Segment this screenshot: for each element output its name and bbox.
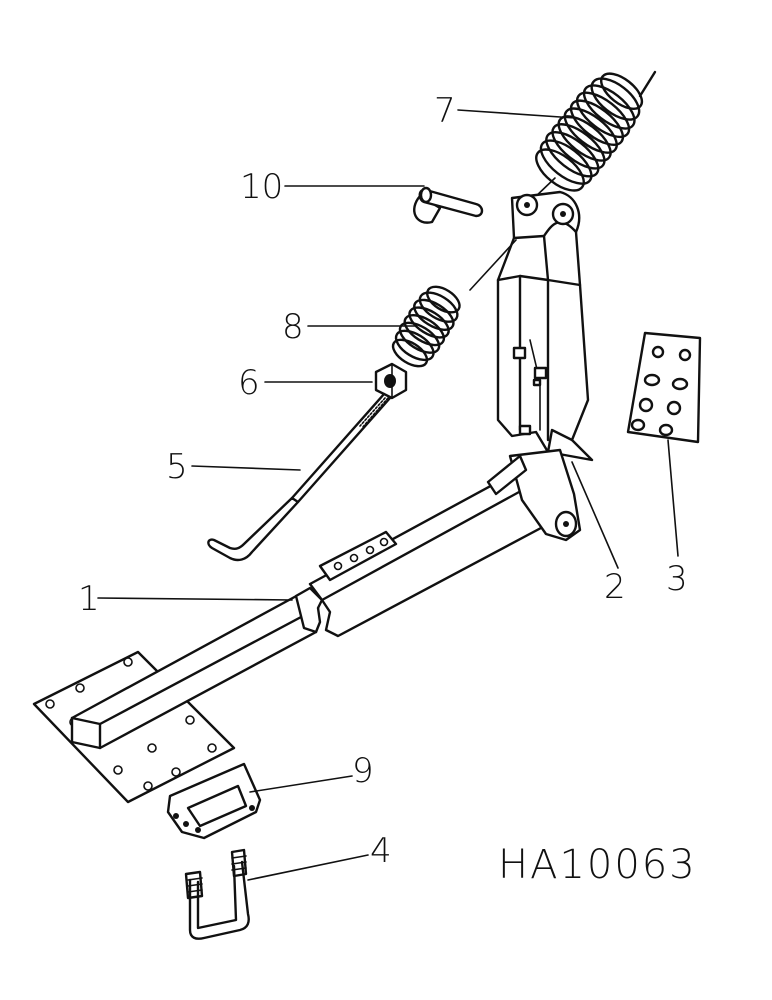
callout-labels: 7 10 8 6 5 1 2 3 9 4 HA10063 bbox=[78, 91, 697, 888]
callout-4: 4 bbox=[370, 831, 392, 871]
callout-7: 7 bbox=[434, 91, 456, 131]
leader-line-1 bbox=[97, 597, 293, 601]
callout-5: 5 bbox=[166, 447, 188, 487]
part-9-clamp-plate bbox=[166, 762, 262, 840]
part-5-spring-rod bbox=[207, 392, 392, 562]
callout-2: 2 bbox=[604, 567, 626, 607]
drawing-reference-code: HA10063 bbox=[498, 842, 697, 888]
leader-line-7 bbox=[457, 109, 576, 119]
leader-line-3 bbox=[667, 439, 679, 557]
part-8-lower-spring bbox=[391, 239, 517, 368]
callout-1: 1 bbox=[78, 579, 100, 619]
part-3-wear-plate bbox=[626, 331, 702, 444]
leader-line-2 bbox=[571, 461, 619, 569]
leader-lines bbox=[97, 109, 679, 881]
callout-3: 3 bbox=[666, 559, 688, 599]
part-2-shank-bracket bbox=[496, 190, 594, 462]
part-1-main-beam bbox=[32, 448, 582, 804]
part-6-adjusting-nut bbox=[374, 362, 408, 400]
callout-6: 6 bbox=[238, 363, 260, 403]
leader-line-5 bbox=[191, 465, 301, 471]
leader-line-9 bbox=[249, 775, 353, 793]
part-10-hitch-pin bbox=[413, 186, 484, 224]
callout-9: 9 bbox=[352, 751, 374, 791]
leader-line-4 bbox=[247, 854, 369, 881]
callout-10: 10 bbox=[240, 167, 283, 207]
part-7-upper-spring bbox=[531, 70, 657, 201]
part-4-u-bolt bbox=[184, 848, 250, 940]
callout-8: 8 bbox=[282, 307, 304, 347]
